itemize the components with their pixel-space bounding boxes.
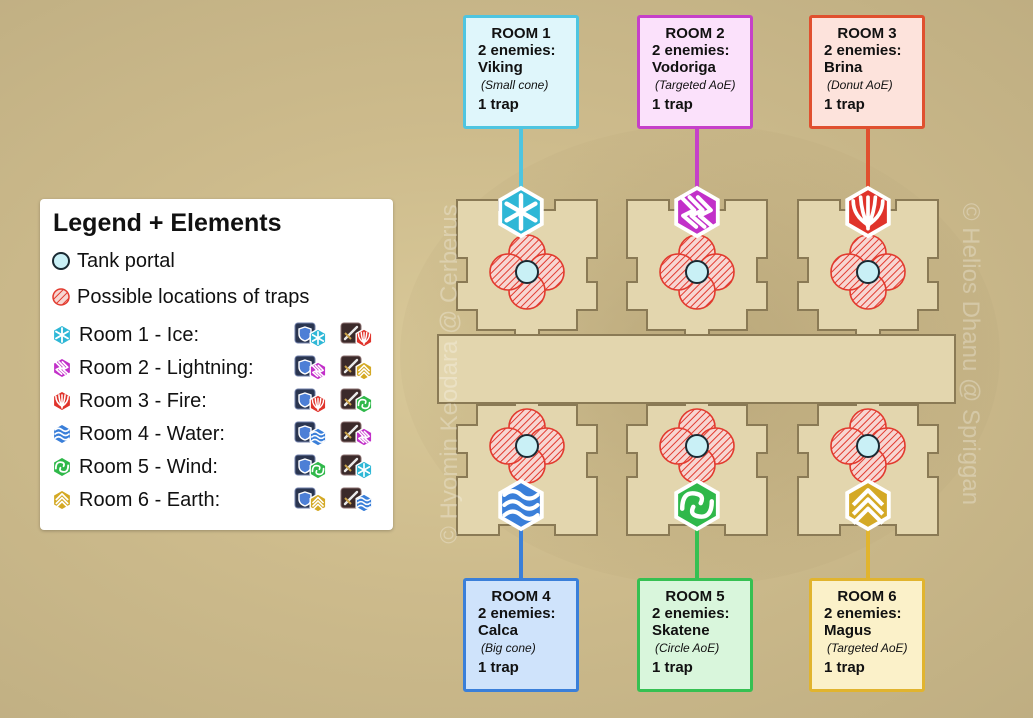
legend-row-room-4: Room 4 - Water: — [51, 419, 386, 449]
legend-title: Legend + Elements — [53, 209, 282, 237]
earth-icon — [845, 478, 891, 532]
shield-element-chip-icon — [294, 322, 327, 348]
trap-count: 1 trap — [824, 96, 865, 113]
element-chips — [294, 454, 374, 480]
element-chips — [294, 355, 374, 381]
legend-row-room-6: Room 6 - Earth: — [51, 485, 386, 515]
flame-icon — [845, 185, 891, 239]
legend-tank-portal-label: Tank portal — [77, 249, 175, 272]
wind-icon — [52, 456, 72, 478]
legend-room-label: Room 5 - Wind: — [79, 455, 218, 478]
element-chips — [294, 322, 374, 348]
earth-icon — [52, 489, 72, 511]
attack-type: (Targeted AoE) — [827, 641, 908, 655]
trap-count: 1 trap — [652, 96, 693, 113]
legend-room-label: Room 6 - Earth: — [79, 488, 221, 511]
watermark-left: © Hyomin Keodara @ Cerberus — [436, 204, 463, 544]
attack-type: (Donut AoE) — [827, 78, 893, 92]
snowflake-icon — [52, 324, 72, 346]
water-icon — [498, 478, 544, 532]
flame-icon — [52, 390, 72, 412]
wind-icon — [674, 478, 720, 532]
central-corridor-floor — [437, 334, 956, 404]
trap-count: 1 trap — [652, 659, 693, 676]
enemy-name: Brina — [824, 59, 863, 76]
element-chips — [294, 421, 374, 447]
element-chips — [294, 388, 374, 414]
trap-count: 1 trap — [478, 96, 519, 113]
enemy-name: Calca — [478, 622, 519, 639]
attack-type: (Big cone) — [481, 641, 536, 655]
legend-panel: Legend + Elements Tank portal Possible l… — [40, 199, 393, 530]
water-icon — [52, 423, 72, 445]
legend-row-tank-portal: Tank portal — [51, 246, 386, 276]
shield-element-chip-icon — [294, 454, 327, 480]
shield-element-chip-icon — [294, 487, 327, 513]
tank-portal-icon — [52, 252, 70, 270]
attack-type: (Circle AoE) — [655, 641, 720, 655]
trap-location-icon — [52, 288, 70, 306]
enemy-count: 2 enemies: — [652, 42, 730, 59]
lightning-icon — [52, 357, 72, 379]
sword-element-chip-icon — [340, 454, 373, 480]
legend-row-room-2: Room 2 - Lightning: — [51, 353, 386, 383]
sword-element-chip-icon — [340, 421, 373, 447]
legend-traps-label: Possible locations of traps — [77, 285, 310, 308]
enemy-name: Skatene — [652, 622, 710, 639]
sword-element-chip-icon — [340, 355, 373, 381]
sword-element-chip-icon — [340, 322, 373, 348]
tank-portal-marker — [685, 260, 709, 284]
room-title: ROOM 2 — [665, 25, 725, 42]
room-title: ROOM 6 — [837, 588, 897, 605]
watermark-right: © Helios Dhanu @ Spriggan — [957, 202, 984, 506]
legend-room-label: Room 2 - Lightning: — [79, 356, 254, 379]
lightning-icon — [674, 185, 720, 239]
tank-portal-marker — [856, 434, 880, 458]
trap-count: 1 trap — [824, 659, 865, 676]
tank-portal-marker — [856, 260, 880, 284]
legend-room-label: Room 3 - Fire: — [79, 389, 207, 412]
tank-portal-marker — [515, 260, 539, 284]
attack-type: (Targeted AoE) — [655, 78, 736, 92]
shield-element-chip-icon — [294, 421, 327, 447]
enemy-count: 2 enemies: — [478, 605, 556, 622]
snowflake-icon — [498, 185, 544, 239]
enemy-name: Viking — [478, 59, 523, 76]
legend-row-traps: Possible locations of traps — [51, 282, 386, 312]
trap-count: 1 trap — [478, 659, 519, 676]
legend-row-room-1: Room 1 - Ice: — [51, 320, 386, 350]
legend-room-label: Room 4 - Water: — [79, 422, 225, 445]
tank-portal-marker — [515, 434, 539, 458]
sword-element-chip-icon — [340, 487, 373, 513]
element-chips — [294, 487, 374, 513]
room-title: ROOM 3 — [837, 25, 897, 42]
enemy-count: 2 enemies: — [478, 42, 556, 59]
shield-element-chip-icon — [294, 355, 327, 381]
enemy-count: 2 enemies: — [824, 605, 902, 622]
room-title: ROOM 4 — [491, 588, 551, 605]
room-title: ROOM 1 — [491, 25, 551, 42]
tank-portal-marker — [685, 434, 709, 458]
legend-row-room-5: Room 5 - Wind: — [51, 452, 386, 482]
attack-type: (Small cone) — [481, 78, 549, 92]
sword-element-chip-icon — [340, 388, 373, 414]
enemy-count: 2 enemies: — [824, 42, 902, 59]
enemy-count: 2 enemies: — [652, 605, 730, 622]
enemy-name: Vodoriga — [652, 59, 716, 76]
enemy-name: Magus — [824, 622, 872, 639]
shield-element-chip-icon — [294, 388, 327, 414]
legend-room-label: Room 1 - Ice: — [79, 323, 200, 346]
room-title: ROOM 5 — [665, 588, 725, 605]
legend-row-room-3: Room 3 - Fire: — [51, 386, 386, 416]
